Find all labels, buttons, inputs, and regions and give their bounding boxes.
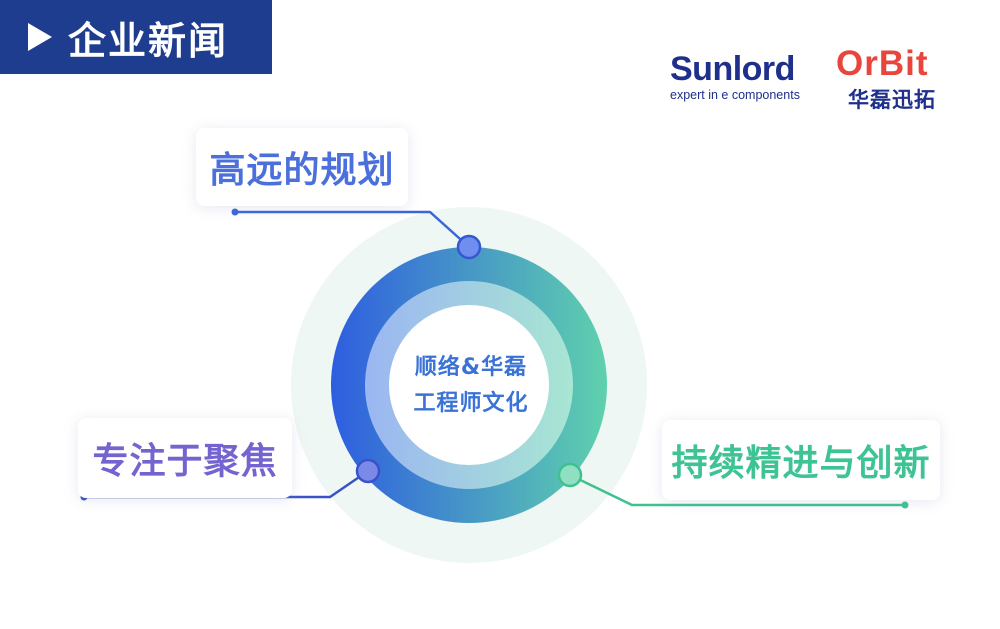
orbit-logo-name: OrBit [836,44,929,83]
pillar-card-planning: 高远的规划 [196,128,408,206]
connector-line-planning [235,210,470,248]
connector-end-dot [231,208,239,216]
pillar-card-innovation: 持续精进与创新 [662,420,940,500]
orbit-logo: OrBit 华磊迅拓 [836,46,966,114]
node-dot-focus [355,458,381,484]
center-label-line2: 工程师文化 [413,391,529,416]
node-dot-planning [456,234,482,260]
orbit-logo-cn-name: 华磊迅拓 [848,88,936,112]
center-label-line1: 顺络&华磊 [414,355,528,380]
sunlord-logo-name: Sunlord [670,50,795,88]
pillar-card-focus: 专注于聚焦 [78,418,292,498]
section-title: 企业新闻 [68,18,229,63]
sunlord-logo: Sunlord expert in e components [670,52,830,102]
pillar-label: 专注于聚焦 [92,441,278,482]
sunlord-logo-tagline: expert in e components [670,88,800,102]
center-label: 顺络&华磊 工程师文化 [396,350,546,422]
connector-end-dot [901,501,909,509]
pillar-label: 高远的规划 [209,150,395,191]
node-dot-innovation [557,462,583,488]
play-arrow-icon [28,23,52,51]
connector-line-innovation [569,473,905,507]
pillar-label: 持续精进与创新 [671,443,931,484]
section-banner: 企业新闻 [0,0,272,74]
center-disc [389,305,549,465]
